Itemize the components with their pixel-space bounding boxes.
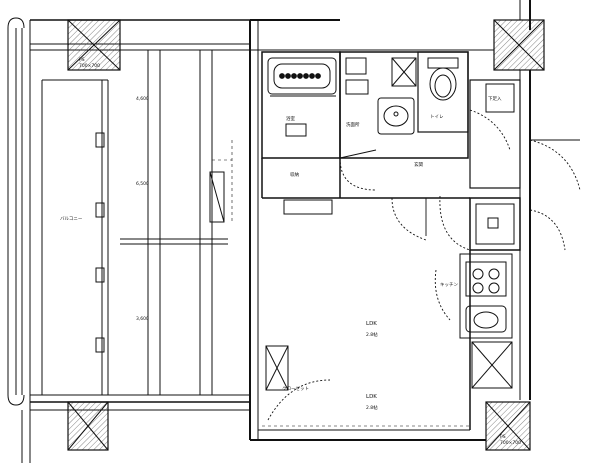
washbasin (345, 57, 417, 135)
apartment-walls (249, 0, 531, 441)
label-toilet: トイレ (430, 115, 444, 120)
column-top-right (493, 19, 545, 71)
label-main-size: 2.8帖 (366, 331, 378, 338)
column-bottom-left (67, 401, 109, 451)
label-main-room: LDK (366, 321, 377, 327)
label-living: LDK (366, 394, 377, 400)
balcony-zone (7, 17, 250, 463)
column-top-left (67, 19, 121, 71)
column-bottom-right (485, 401, 531, 451)
label-storage: 収納 (290, 171, 299, 178)
label-living-size: 2.8帖 (366, 404, 378, 411)
label-shoebox: 下足入 (488, 96, 502, 102)
label-entrance: 玄関 (414, 161, 423, 168)
toilet (427, 57, 459, 101)
label-dim-3600: 3,600 (136, 316, 149, 322)
label-washroom: 洗面所 (346, 121, 360, 128)
kitchen-counter (459, 253, 513, 389)
label-dim-4600: 4,600 (136, 96, 149, 102)
label-balcony: バルコニー (60, 216, 83, 222)
label-bath: 浴室 (286, 115, 295, 122)
doors (267, 109, 581, 421)
bathtub (267, 57, 337, 137)
shoe-storage (475, 83, 515, 245)
fridge-space (265, 345, 289, 391)
label-closet: クローゼット (282, 385, 309, 392)
closet (209, 171, 333, 223)
label-kitchen: キッチン (440, 282, 458, 288)
label-dim-6500: 6,500 (136, 181, 149, 187)
